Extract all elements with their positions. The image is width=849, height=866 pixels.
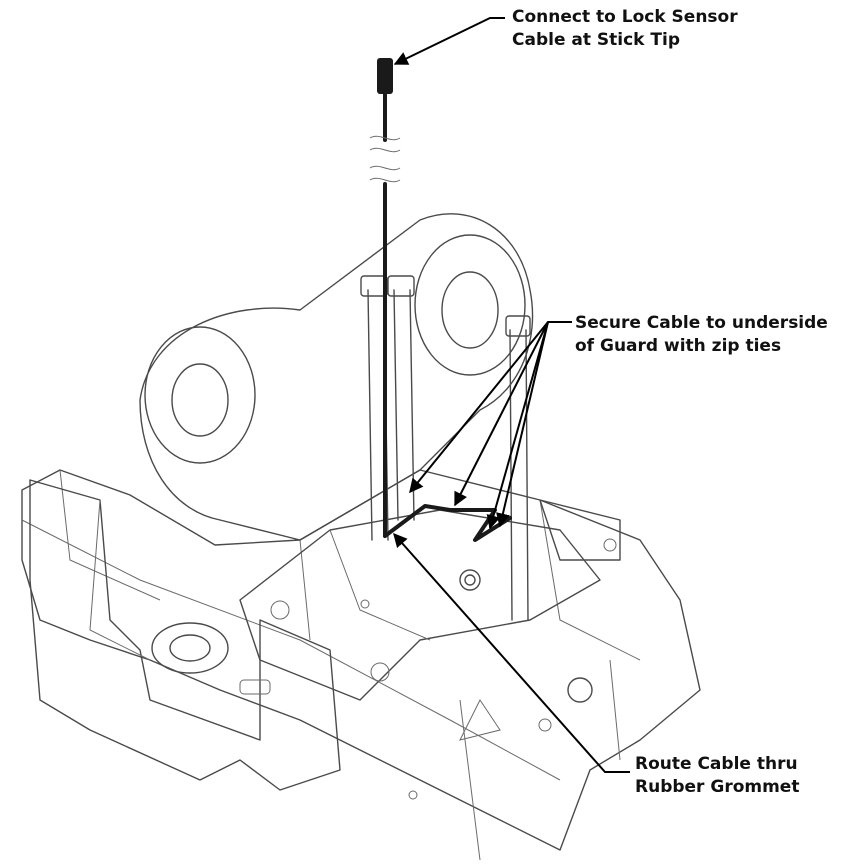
sensor-cable	[369, 58, 512, 542]
callout-secure-line1: Secure Cable to underside	[575, 313, 828, 333]
callout-route-line1: Route Cable thru	[635, 754, 798, 774]
coupler-base	[21, 469, 701, 861]
callout-secure: Secure Cable to underside of Guard with …	[575, 312, 828, 358]
ear-plates	[139, 213, 534, 541]
right-hardware	[408, 499, 621, 800]
callout-connect-line1: Connect to Lock Sensor	[512, 7, 738, 27]
callout-connect: Connect to Lock Sensor Cable at Stick Ti…	[512, 6, 738, 52]
cable-connector	[377, 58, 393, 94]
leader-secure-4	[496, 321, 549, 528]
leader-secure-2	[454, 321, 549, 507]
leader-connect	[393, 17, 505, 65]
left-end-plate	[29, 479, 341, 791]
leader-secure-1	[409, 321, 572, 494]
callout-secure-line2: of Guard with zip ties	[575, 336, 782, 356]
callout-route: Route Cable thru Rubber Grommet	[635, 753, 799, 799]
callout-route-line2: Rubber Grommet	[635, 777, 800, 797]
leader-secure-3	[486, 321, 549, 530]
callout-leaders	[393, 17, 630, 773]
leader-route	[393, 532, 630, 773]
socket	[151, 622, 229, 674]
callout-connect-line2: Cable at Stick Tip	[512, 30, 680, 50]
